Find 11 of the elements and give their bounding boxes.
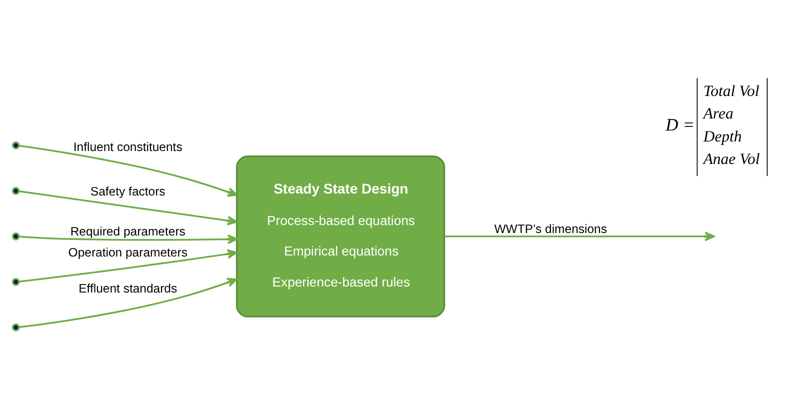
edge-label: Influent constituents <box>73 140 182 154</box>
label: Depth <box>703 128 742 146</box>
label: Area <box>703 106 734 123</box>
label: D = <box>666 114 695 135</box>
edge-label: Safety factors <box>90 184 166 198</box>
label: Anae Vol <box>703 151 760 168</box>
label: Total Vol <box>703 82 760 100</box>
edge-label: Operation parameters <box>68 246 188 260</box>
edge-label: Effluent standards <box>78 282 178 296</box>
edge-label: WWTP’s dimensions <box>494 222 607 236</box>
edge-label: Required parameters <box>70 224 186 239</box>
